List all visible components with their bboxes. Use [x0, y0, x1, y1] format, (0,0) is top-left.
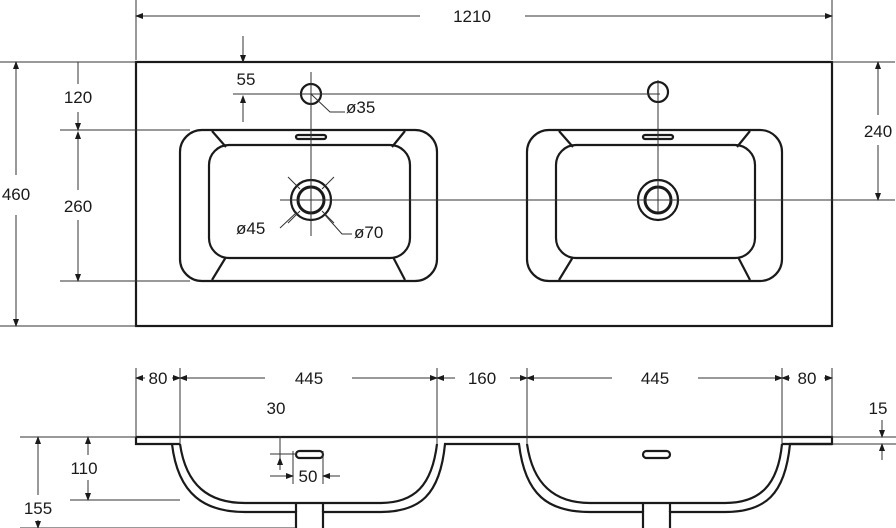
dim-overflow-from-top: 110	[70, 459, 97, 478]
dim-total-height: 155	[24, 499, 52, 518]
dim-overflow-height: 30	[267, 399, 286, 418]
dim-drain-inner: ø45	[236, 219, 265, 238]
dim-middle-gap: 160	[468, 369, 496, 388]
dim-right-basin-width: 445	[641, 369, 669, 388]
dim-slab-thickness: 15	[869, 399, 888, 418]
overflow-hole-left	[294, 449, 325, 460]
basin-profile-outer	[170, 442, 832, 528]
dim-left-basin-width: 445	[295, 369, 323, 388]
basin-profile-inner	[178, 443, 784, 505]
dim-overall-width: 1210	[453, 7, 491, 26]
dim-tap-hole-edge: 55	[237, 70, 256, 89]
right-basin	[525, 80, 784, 283]
dim-tap-offset: 120	[64, 88, 92, 107]
dim-basin-depth: 260	[64, 197, 92, 216]
dim-overall-depth: 460	[2, 185, 30, 204]
dim-left-margin: 80	[149, 369, 168, 388]
left-basin	[178, 82, 439, 283]
dim-drain-outer: ø70	[354, 223, 383, 242]
overflow-hole-right	[641, 449, 672, 460]
dim-right-margin: 80	[798, 369, 817, 388]
countertop-outline	[134, 60, 834, 328]
top-view: 1210 460 120 260 55 ø35 ø45 ø70 240	[0, 0, 895, 328]
dim-tap-hole-diameter: ø35	[346, 98, 375, 117]
dim-overflow-width: 50	[299, 467, 318, 486]
dim-drain-from-back: 240	[864, 122, 892, 141]
front-view: 80 445 160 445 80 30 50 15 155 110	[20, 368, 896, 528]
